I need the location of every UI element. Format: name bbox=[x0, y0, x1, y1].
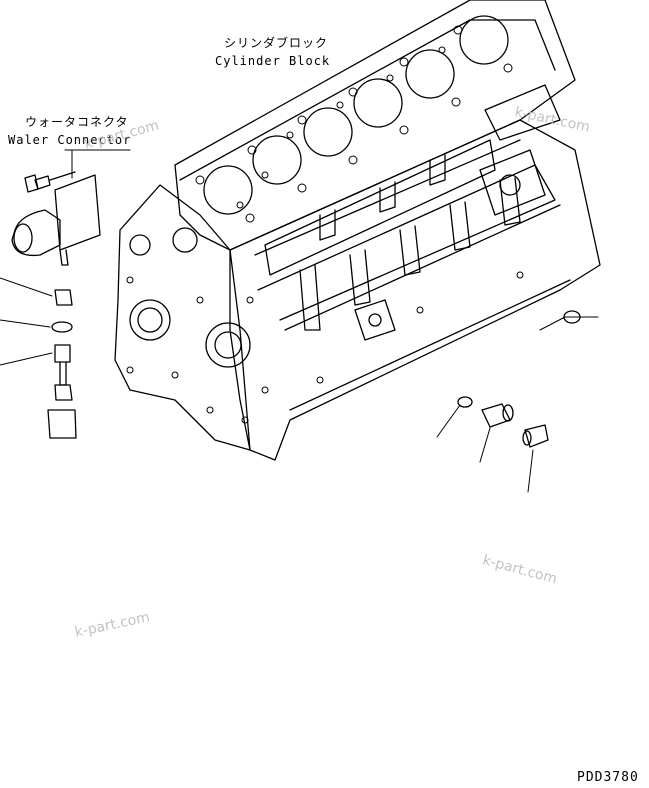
water-connector-assembly bbox=[11, 171, 101, 439]
water-connector-label-jp: ウォータコネクタ bbox=[25, 115, 129, 129]
cylinder-block-label-en: Cylinder Block bbox=[215, 54, 331, 68]
leader-lines bbox=[0, 149, 599, 493]
water-connector-label-en: Waler Connector bbox=[8, 133, 132, 147]
plugs bbox=[457, 310, 581, 448]
cylinder-block-label-jp: シリンダブロック bbox=[224, 36, 329, 50]
drawing-code: PDD3780 bbox=[577, 770, 639, 785]
cylinder-block bbox=[114, 0, 601, 461]
